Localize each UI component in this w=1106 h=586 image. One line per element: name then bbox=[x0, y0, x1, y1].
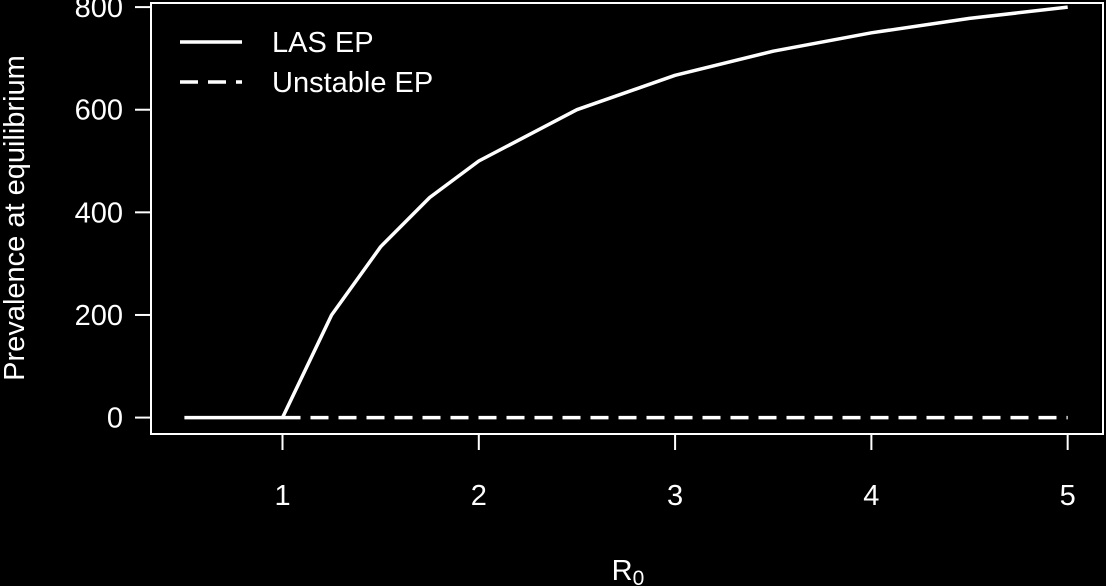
legend-label-unstable-ep: Unstable EP bbox=[272, 67, 433, 99]
series-layer bbox=[184, 5, 1068, 420]
plot-frame bbox=[150, 2, 1104, 435]
y-axis-title: Prevalence at equilibrium bbox=[0, 55, 31, 381]
x-tick-label: 3 bbox=[667, 480, 683, 512]
x-axis: 1 2 3 4 5 bbox=[274, 434, 1076, 512]
y-tick-label: 800 bbox=[75, 0, 123, 24]
legend-label-las-ep: LAS EP bbox=[272, 27, 374, 59]
y-tick-label: 400 bbox=[75, 197, 123, 229]
y-tick-label: 600 bbox=[75, 95, 123, 127]
y-tick-label: 0 bbox=[107, 403, 123, 435]
x-tick-label: 2 bbox=[471, 480, 487, 512]
x-tick-label: 5 bbox=[1060, 480, 1076, 512]
x-axis-title-main: R bbox=[612, 555, 633, 586]
x-tick-label: 1 bbox=[274, 480, 290, 512]
y-tick-label: 200 bbox=[75, 300, 123, 332]
y-axis: 0 200 400 600 800 bbox=[75, 0, 151, 435]
x-tick-label: 4 bbox=[863, 480, 879, 512]
legend: LAS EP Unstable EP bbox=[180, 27, 433, 99]
x-axis-title-subscript: 0 bbox=[633, 567, 645, 586]
x-axis-title: R0 bbox=[612, 555, 645, 586]
